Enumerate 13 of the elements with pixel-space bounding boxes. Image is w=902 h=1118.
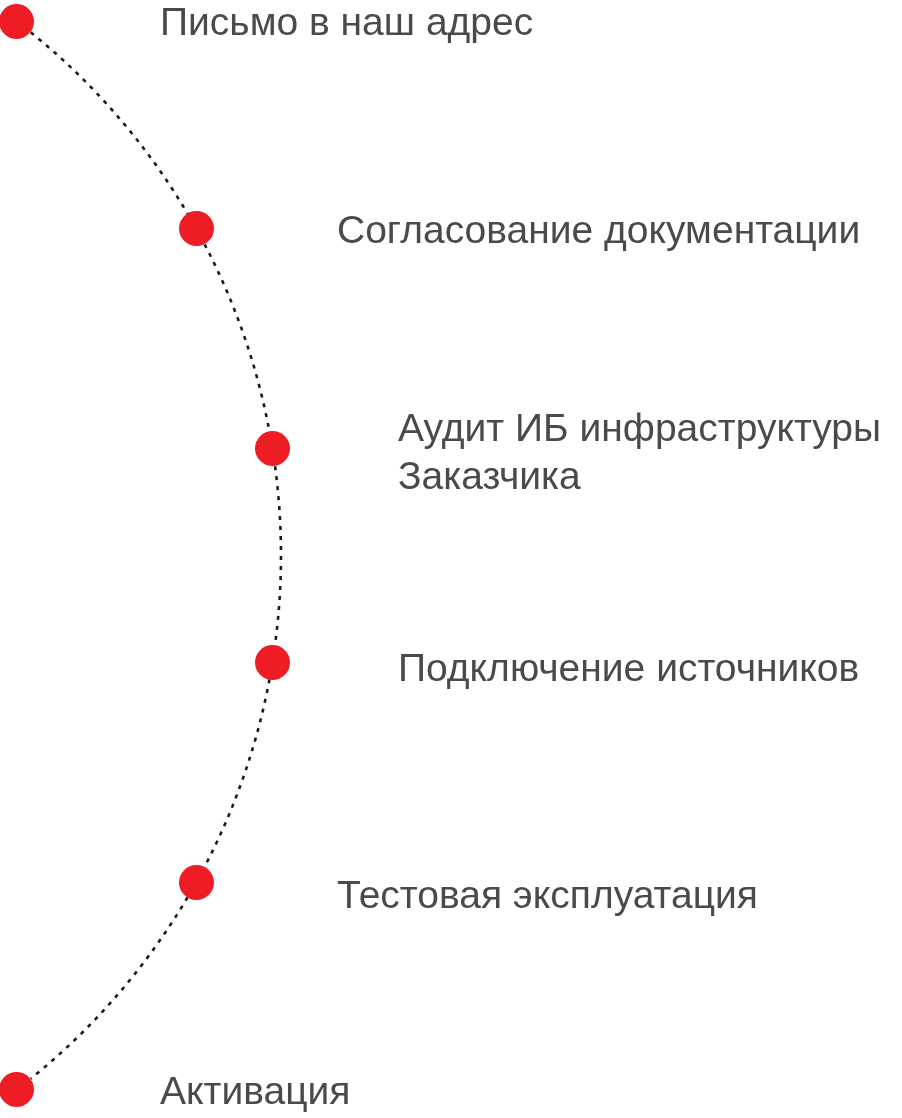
step-label: Подключение источников: [398, 645, 860, 691]
dotted-connector: [29, 896, 189, 1080]
timeline-dot: [178, 211, 214, 247]
step-label: Письмо в наш адрес: [160, 0, 534, 45]
step-label: Согласование документации: [337, 207, 861, 253]
step-label: Активация: [160, 1068, 351, 1114]
timeline-dot: [255, 644, 290, 680]
timeline-dot: [0, 1072, 35, 1107]
step-label: Тестовая эксплуатация: [337, 872, 758, 918]
timeline-dot: [178, 864, 214, 900]
timeline-dot: [255, 431, 290, 467]
timeline-dot: [0, 4, 35, 39]
step-label: Аудит ИБ инфраструктуры Заказчика: [398, 405, 882, 499]
